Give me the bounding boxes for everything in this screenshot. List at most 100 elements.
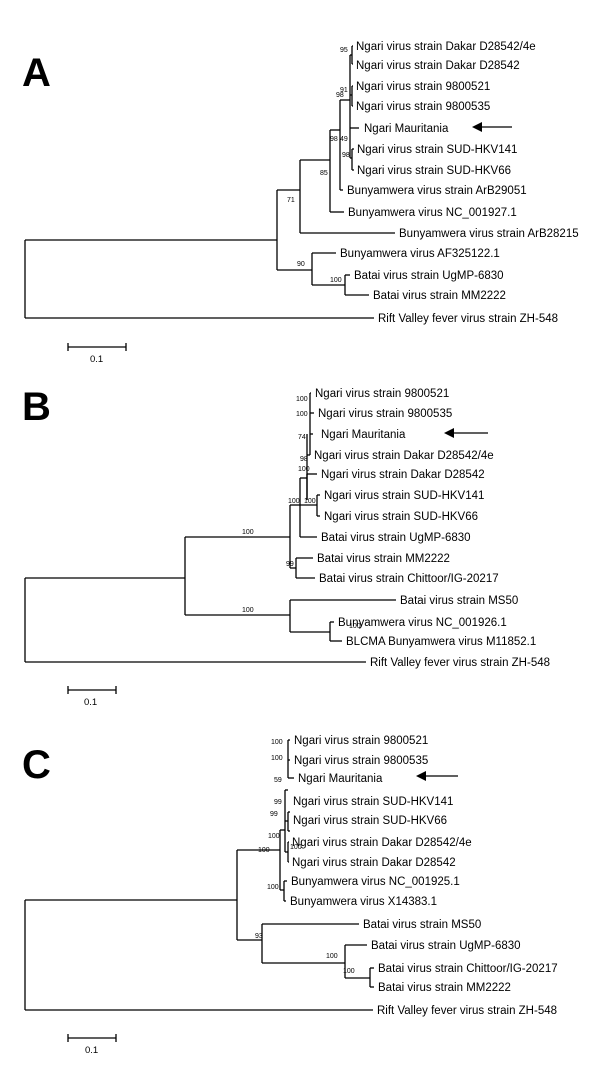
bootstrap-value: 99 (270, 811, 278, 818)
leaf-label: Ngari virus strain 9800535 (294, 755, 428, 767)
bootstrap-value: 100 (271, 739, 283, 746)
bootstrap-value: 99 (286, 561, 294, 568)
panel-a: A (22, 41, 579, 365)
leaf-label: Ngari virus strain 9800521 (315, 388, 449, 400)
panel-b-scale-label: 0.1 (84, 697, 97, 708)
bootstrap-value: 98 (336, 92, 344, 99)
bootstrap-value: 100 (298, 466, 310, 473)
panel-b: B (22, 385, 550, 708)
leaf-label: Ngari virus strain 9800521 (294, 735, 428, 747)
bootstrap-value: 85 (320, 170, 328, 177)
leaf-label: BLCMA Bunyamwera virus M11852.1 (346, 636, 536, 648)
panel-c-arrow (416, 771, 458, 781)
leaf-label: Batai virus strain MS50 (400, 595, 518, 607)
panel-b-letter: B (22, 385, 51, 429)
leaf-label: Rift Valley fever virus strain ZH-548 (370, 657, 550, 669)
leaf-label: Ngari Mauritania (298, 773, 383, 785)
bootstrap-value: 91 (340, 87, 348, 94)
bootstrap-value: 100 (349, 623, 361, 630)
leaf-label: Bunyamwera virus AF325122.1 (340, 248, 500, 260)
bootstrap-value: 100 (268, 833, 280, 840)
leaf-label: Bunyamwera virus strain ArB28215 (399, 228, 579, 240)
leaf-label: Ngari virus strain SUD-HKV141 (357, 144, 517, 156)
panel-c-scale-label: 0.1 (85, 1045, 98, 1056)
bootstrap-value: 100 (326, 953, 338, 960)
bootstrap-value: 100 (296, 411, 308, 418)
bootstrap-value: 100 (343, 968, 355, 975)
bootstrap-value: 90 (297, 261, 305, 268)
leaf-label: Ngari virus strain Dakar D28542 (356, 60, 520, 72)
panel-b-bootstrap-values: 100 100 74 98 100 100 100 100 99 100 100 (242, 396, 361, 630)
leaf-label: Ngari virus strain SUD-HKV141 (293, 796, 453, 808)
panel-c-letter: C (22, 743, 51, 787)
bootstrap-value: 100 (267, 884, 279, 891)
leaf-label: Ngari virus strain 9800521 (356, 81, 490, 93)
bootstrap-value: 100 (296, 396, 308, 403)
bootstrap-value: 100 (242, 529, 254, 536)
leaf-label: Batai virus strain MS50 (363, 919, 481, 931)
leaf-label: Bunyamwera virus NC_001925.1 (291, 876, 460, 888)
panel-c-bootstrap-values: 100 100 59 99 99 100 100 100 100 93 100 … (255, 739, 355, 975)
panel-a-leaf-labels: Ngari virus strain Dakar D28542/4e Ngari… (340, 41, 579, 325)
bootstrap-value: 99 (274, 799, 282, 806)
panel-c-branches (24, 739, 374, 1011)
leaf-label: Rift Valley fever virus strain ZH-548 (377, 1005, 557, 1017)
leaf-label: Batai virus strain UgMP-6830 (354, 270, 504, 282)
leaf-label: Batai virus strain Chittoor/IG-20217 (378, 963, 558, 975)
leaf-label: Ngari virus strain Dakar D28542/4e (314, 450, 494, 462)
leaf-label: Ngari virus strain Dakar D28542 (292, 857, 456, 869)
panel-b-scale-bar: 0.1 (67, 686, 117, 708)
bootstrap-value: 59 (274, 777, 282, 784)
leaf-label: Ngari virus strain Dakar D28542 (321, 469, 485, 481)
bootstrap-value: 93 (255, 933, 263, 940)
leaf-label: Batai virus strain MM2222 (373, 290, 506, 302)
panel-a-scale-bar: 0.1 (67, 343, 127, 365)
panel-a-scale-label: 0.1 (90, 354, 103, 365)
panel-a-bootstrap-values: 95 91 98 49 98 85 71 90 100 98 (287, 47, 350, 284)
leaf-label: Ngari virus strain Dakar D28542/4e (356, 41, 536, 53)
panel-c: C (22, 735, 558, 1056)
leaf-label: Bunyamwera virus X14383.1 (290, 896, 437, 908)
panel-a-branches (24, 45, 395, 319)
bootstrap-value: 95 (340, 47, 348, 54)
leaf-label: Batai virus strain UgMP-6830 (371, 940, 521, 952)
leaf-label: Ngari virus strain SUD-HKV66 (293, 815, 447, 827)
leaf-label: Ngari virus strain SUD-HKV141 (324, 490, 484, 502)
panel-b-arrow (444, 428, 488, 438)
leaf-label: Ngari virus strain SUD-HKV66 (357, 165, 511, 177)
leaf-label: Ngari virus strain Dakar D28542/4e (292, 837, 472, 849)
bootstrap-value: 100 (258, 847, 270, 854)
panel-b-branches (24, 392, 396, 663)
bootstrap-value: 100 (304, 498, 316, 505)
bootstrap-value: 100 (290, 844, 302, 851)
leaf-label: Ngari virus strain SUD-HKV66 (324, 511, 478, 523)
leaf-label: Bunyamwera virus strain ArB29051 (347, 185, 527, 197)
leaf-label: Batai virus strain MM2222 (378, 982, 511, 994)
panel-c-scale-bar: 0.1 (67, 1034, 117, 1056)
bootstrap-value: 98 (330, 136, 338, 143)
panel-b-leaf-labels: Ngari virus strain 9800521 Ngari virus s… (314, 388, 550, 669)
leaf-label: Batai virus strain UgMP-6830 (321, 532, 471, 544)
leaf-label: Ngari virus strain 9800535 (356, 101, 490, 113)
leaf-label: Ngari Mauritania (364, 123, 449, 135)
panel-c-leaf-labels: Ngari virus strain 9800521 Ngari virus s… (290, 735, 558, 1017)
leaf-label: Bunyamwera virus NC_001926.1 (338, 617, 507, 629)
leaf-label: Ngari Mauritania (321, 429, 406, 441)
bootstrap-value: 98 (342, 152, 350, 159)
bootstrap-value: 100 (271, 755, 283, 762)
bootstrap-value: 74 (298, 434, 306, 441)
bootstrap-value: 49 (340, 136, 348, 143)
panel-a-arrow (472, 122, 512, 132)
leaf-label: Ngari virus strain 9800535 (318, 408, 452, 420)
bootstrap-value: 98 (300, 456, 308, 463)
bootstrap-value: 100 (330, 277, 342, 284)
leaf-label: Batai virus strain Chittoor/IG-20217 (319, 573, 499, 585)
bootstrap-value: 71 (287, 197, 295, 204)
leaf-label: Bunyamwera virus NC_001927.1 (348, 207, 517, 219)
panel-a-letter: A (22, 51, 51, 95)
leaf-label: Rift Valley fever virus strain ZH-548 (378, 313, 558, 325)
bootstrap-value: 100 (242, 607, 254, 614)
bootstrap-value: 100 (288, 498, 300, 505)
leaf-label: Batai virus strain MM2222 (317, 553, 450, 565)
